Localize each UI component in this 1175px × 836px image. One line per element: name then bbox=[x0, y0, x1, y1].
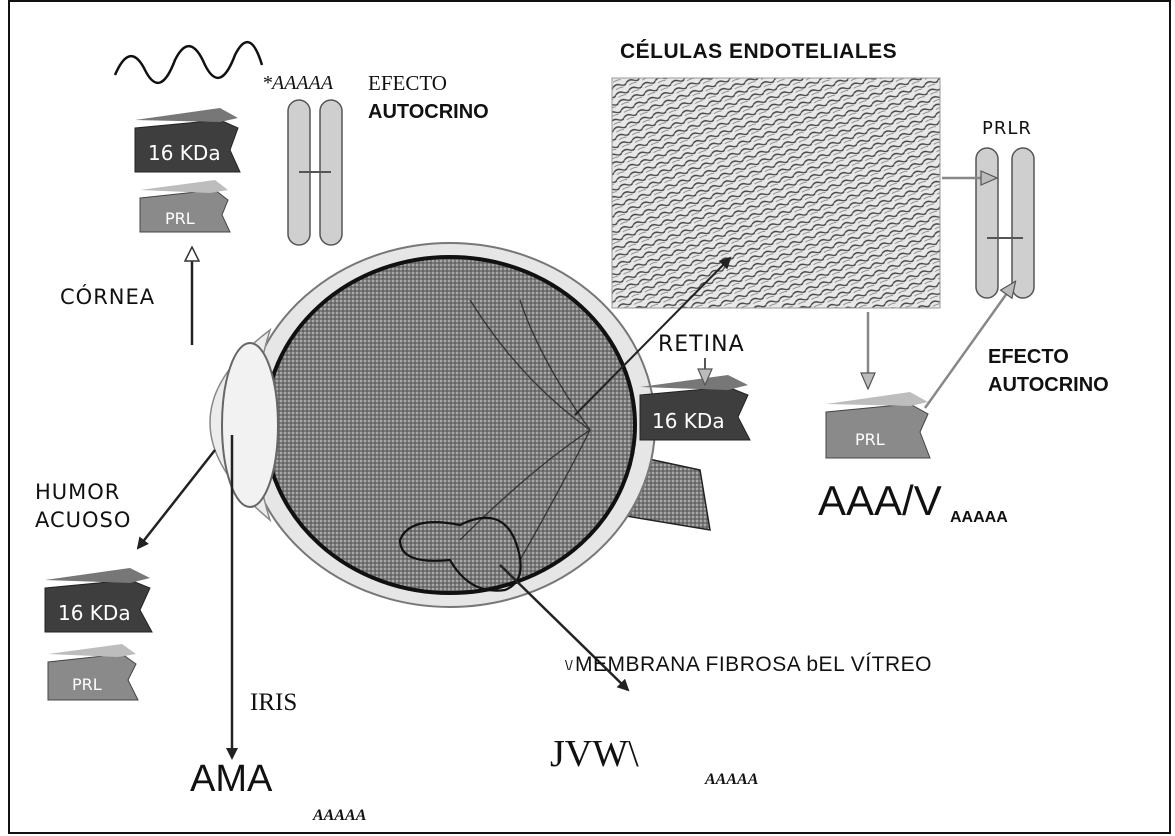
label-ama-sub: AAAAA bbox=[313, 808, 366, 824]
label-jvw: JVW\ bbox=[550, 735, 639, 773]
chip-16kda-top: 16 KDa bbox=[135, 108, 240, 172]
label-celulas-endoteliales: CÉLULAS ENDOTELIALES bbox=[620, 41, 897, 62]
lens bbox=[222, 343, 278, 507]
chip-16kda-retina: 16 KDa bbox=[640, 375, 750, 440]
label-autocrino-top: AUTOCRINO bbox=[368, 102, 489, 122]
chip-16kda-bottom: 16 KDa bbox=[45, 568, 152, 632]
label-autocrino-right: AUTOCRINO bbox=[988, 375, 1109, 395]
chip-text-16kda-top: 16 KDa bbox=[148, 141, 221, 165]
label-efecto-top-prefix: *AAAAA bbox=[262, 73, 333, 93]
label-aaav: AAA/V bbox=[818, 480, 942, 522]
label-aaav-sub: AAAAA bbox=[950, 510, 1008, 526]
arrow-humor bbox=[138, 450, 215, 548]
wavy-line bbox=[115, 42, 262, 83]
label-efecto-right: EFECTO bbox=[988, 347, 1069, 367]
eyeball bbox=[265, 257, 635, 593]
label-membrana-prefix: \/ bbox=[565, 658, 573, 672]
label-prlr: PRLR bbox=[982, 120, 1032, 138]
chip-prl-right: PRL bbox=[826, 392, 930, 458]
label-retina: RETINA bbox=[658, 334, 745, 356]
label-efecto-top: EFECTO bbox=[368, 73, 447, 94]
label-ama: AMA bbox=[190, 760, 272, 798]
chip-text-prl-bottom: PRL bbox=[72, 675, 102, 694]
receptor-top bbox=[288, 100, 342, 245]
chip-text-prl-right: PRL bbox=[855, 430, 885, 449]
label-jvw-sub: AAAAA bbox=[705, 772, 758, 788]
endothelial-cells-image bbox=[612, 78, 940, 308]
label-membrana: MEMBRANA FIBROSA bEL VÍTREO bbox=[575, 654, 932, 675]
chip-prl-top: PRL bbox=[140, 180, 230, 232]
label-humor: HUMOR bbox=[35, 482, 120, 503]
chip-text-16kda-retina: 16 KDa bbox=[652, 409, 725, 433]
chip-prl-bottom: PRL bbox=[48, 644, 138, 700]
label-acuoso: ACUOSO bbox=[35, 510, 131, 531]
receptor-prlr bbox=[976, 148, 1034, 298]
label-iris: IRIS bbox=[250, 690, 297, 715]
label-cornea: CÓRNEA bbox=[60, 287, 155, 308]
chip-text-prl-top: PRL bbox=[165, 209, 195, 228]
chip-text-16kda-bottom: 16 KDa bbox=[58, 601, 131, 625]
